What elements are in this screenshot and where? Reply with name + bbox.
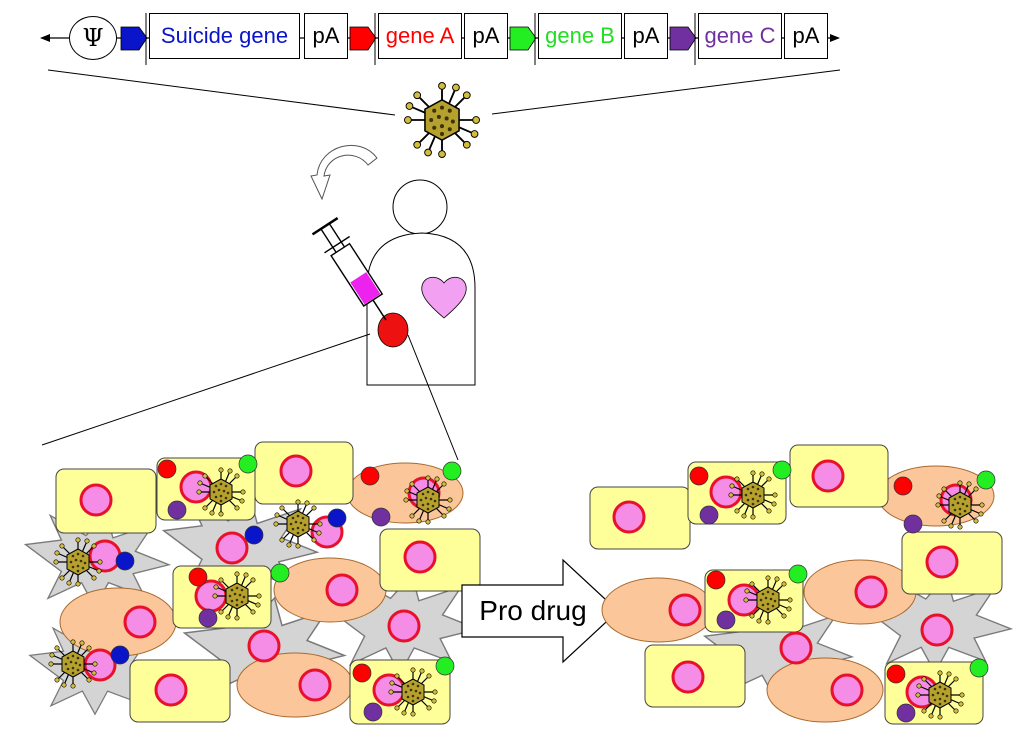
- tissue-after-prodrug: [589, 444, 1012, 725]
- right-arrowhead: [830, 34, 840, 42]
- gene-b-box: gene B: [538, 13, 622, 59]
- syringe-icon: [311, 216, 387, 321]
- gene-b-promoter-arrow: [509, 26, 537, 51]
- gene-a-promoter-arrow: [349, 26, 377, 51]
- construct-to-virus-line-right: [491, 69, 841, 115]
- zoom-line-right: [407, 334, 459, 461]
- injection-site: [377, 312, 409, 348]
- gene-c-promoter-arrow: [669, 26, 697, 51]
- tissue-before-prodrug: [24, 441, 481, 725]
- prodrug-label: Pro drug: [479, 595, 587, 626]
- zoom-line-left: [41, 333, 371, 446]
- gene-c-box: gene C: [698, 13, 782, 59]
- left-arrowhead: [40, 34, 50, 42]
- polya-box-2: pA: [464, 13, 508, 59]
- polya-box-4: pA: [784, 13, 828, 59]
- gene-a-box: gene A: [378, 13, 462, 59]
- curved-arrow-icon: [310, 144, 378, 201]
- suicide-gene-box: Suicide gene: [149, 13, 300, 59]
- heart-icon: [421, 276, 467, 319]
- polya-box-3: pA: [624, 13, 668, 59]
- psi-packaging-signal-icon: Ψ: [69, 16, 117, 60]
- prodrug-arrow: [461, 558, 619, 664]
- adenovirus-icon: [403, 81, 481, 159]
- suicide-promoter-arrow: [120, 26, 148, 51]
- polya-box-1: pA: [304, 13, 348, 59]
- construct-to-virus-line-left: [47, 69, 396, 116]
